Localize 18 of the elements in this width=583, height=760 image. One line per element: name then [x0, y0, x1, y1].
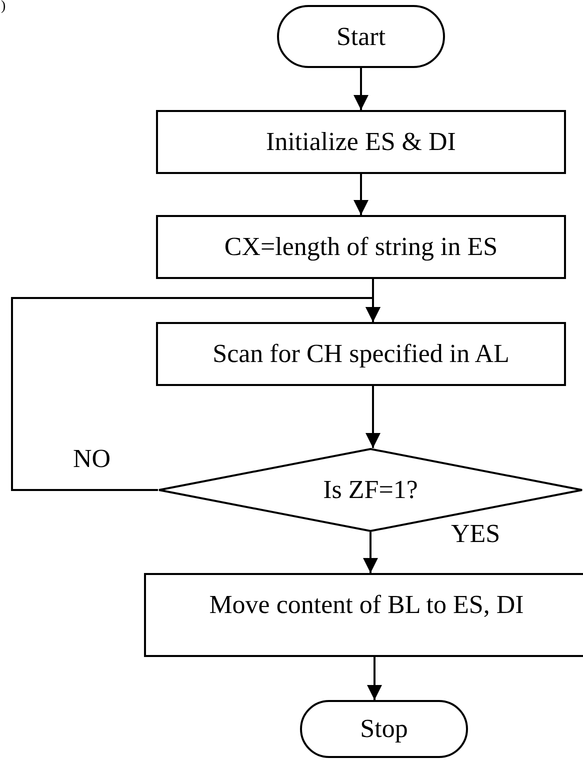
step-text: Scan for CH specified in AL [212, 339, 510, 368]
step-text: Stop [360, 714, 408, 743]
process-box [156, 215, 566, 279]
arrow [11, 297, 380, 491]
decision-text: Is ZF=1? [323, 475, 418, 504]
arrow [363, 532, 378, 573]
figure-mark: ) [0, 0, 7, 14]
arrow [354, 174, 368, 215]
arrow [354, 68, 368, 110]
step-text: Initialize ES & DI [266, 127, 456, 156]
arrow [366, 386, 380, 448]
step-text: Move content of BL to ES, DI [209, 590, 524, 620]
process-box [156, 110, 566, 174]
step-text: Start [336, 22, 386, 50]
process-box [156, 322, 566, 386]
process-box [144, 573, 583, 657]
arrow [367, 657, 382, 700]
step-text: CX=length of string in ES [224, 232, 498, 261]
